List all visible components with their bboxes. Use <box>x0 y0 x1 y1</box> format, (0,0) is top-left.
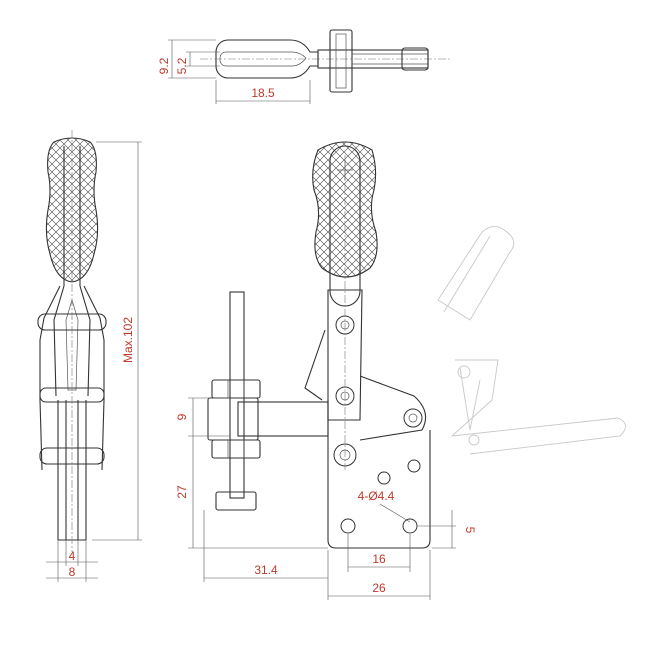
dim-base-width-outer: 8 <box>69 565 76 579</box>
dim-base-width: 26 <box>372 581 386 595</box>
dimension-labels: 9.2 5.2 18.5 Max.102 4 8 9 27 31.4 16 26… <box>69 57 477 595</box>
dim-hole-edge: 5 <box>463 527 477 534</box>
dim-max-length: Max.102 <box>121 317 135 363</box>
dim-base-width-inner: 4 <box>69 549 76 563</box>
dimension-lines <box>46 39 456 600</box>
dim-top-length: 18.5 <box>251 86 275 100</box>
side-view <box>37 130 107 552</box>
dim-spindle-offset: 9 <box>175 413 189 420</box>
dim-hole-spacing: 16 <box>372 552 386 566</box>
front-view <box>207 141 626 549</box>
dim-spindle-height: 27 <box>175 485 189 499</box>
dim-top-height-inner: 5.2 <box>175 57 189 74</box>
dim-holes: 4-Ø4.4 <box>358 489 395 503</box>
dim-top-height-outer: 9.2 <box>157 57 171 74</box>
dim-reach: 31.4 <box>254 563 278 577</box>
top-view <box>200 29 452 93</box>
